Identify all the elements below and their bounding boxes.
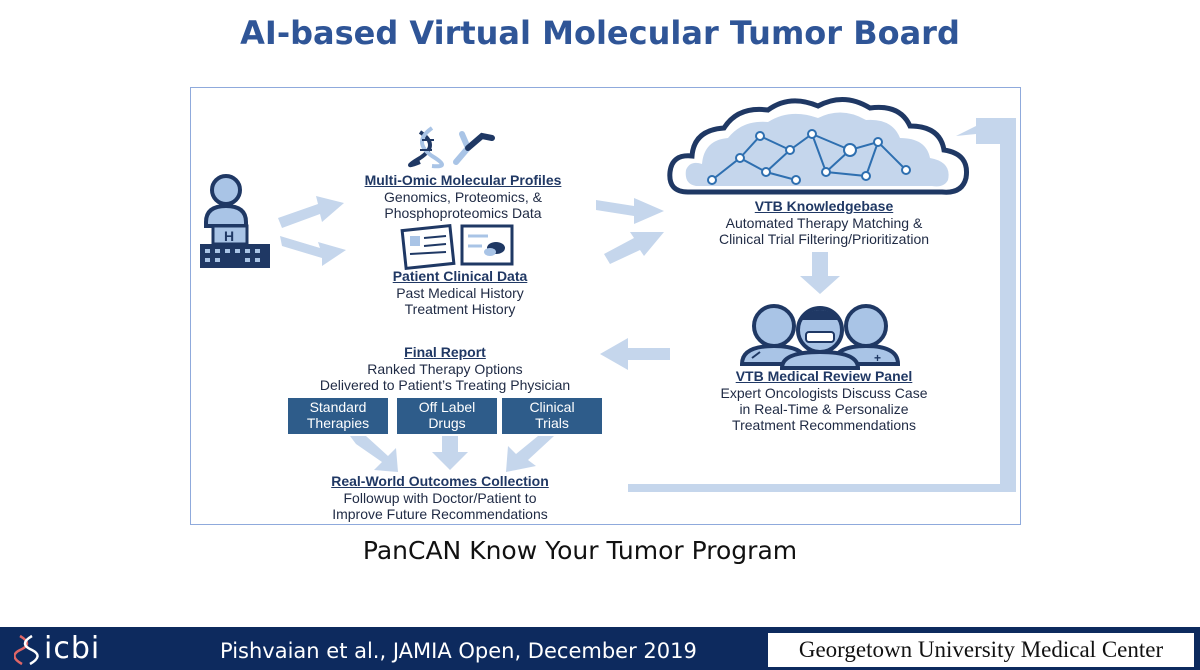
option-offlabel-line-1: Off Label <box>418 399 476 415</box>
clinical-data-line-1: Past Medical History <box>396 285 524 301</box>
review-panel-title: VTB Medical Review Panel <box>735 368 913 384</box>
slide-title: AI-based Virtual Molecular Tumor Board <box>240 14 960 52</box>
arrow-trials-to-outcomes <box>506 436 554 472</box>
option-trials-line-1: Clinical <box>529 399 575 415</box>
outcomes-title: Real-World Outcomes Collection <box>331 473 549 489</box>
dna-logo-icon <box>14 634 39 666</box>
outcomes-line-1: Followup with Doctor/Patient to <box>343 490 537 506</box>
multi-omic-line-2: Phosphoproteomics Data <box>384 205 542 221</box>
review-panel-line-3: Treatment Recommendations <box>732 417 916 433</box>
arrow-panel-to-report <box>600 338 670 370</box>
arrow-standard-to-outcomes <box>350 436 398 472</box>
arrow-kb-to-panel <box>800 252 840 294</box>
review-panel-line-2: in Real-Time & Personalize <box>739 401 909 417</box>
arrow-offlabel-to-outcomes <box>432 436 468 470</box>
final-report-title: Final Report <box>404 344 486 360</box>
clinical-data-title: Patient Clinical Data <box>392 268 528 284</box>
arrow-person-to-clinical <box>280 236 346 266</box>
final-report-line-1: Ranked Therapy Options <box>367 361 523 377</box>
option-offlabel-line-2: Drugs <box>428 415 466 431</box>
option-trials-line-2: Trials <box>535 415 569 431</box>
icbi-logo-text: icbi <box>44 631 101 666</box>
outcomes-line-2: Improve Future Recommendations <box>332 506 548 522</box>
doctors-panel-icon: + <box>739 304 901 370</box>
dna-antibody-icon <box>408 126 495 169</box>
cloud-network-icon <box>667 97 970 195</box>
multi-omic-line-1: Genomics, Proteomics, & <box>384 189 542 205</box>
clinical-documents-icon <box>400 223 514 271</box>
footer-organization: Georgetown University Medical Center <box>768 633 1194 667</box>
program-caption: PanCAN Know Your Tumor Program <box>362 536 798 565</box>
arrow-person-to-omics <box>278 196 344 228</box>
knowledgebase-line-1: Automated Therapy Matching & <box>725 215 923 231</box>
knowledgebase-line-2: Clinical Trial Filtering/Prioritization <box>718 231 930 247</box>
multi-omic-title: Multi-Omic Molecular Profiles <box>364 172 562 188</box>
option-clinical-trials: Clinical Trials <box>502 398 602 434</box>
option-standard-line-2: Therapies <box>306 415 370 431</box>
option-off-label-drugs: Off Label Drugs <box>397 398 497 434</box>
option-standard-line-1: Standard <box>309 399 367 415</box>
arrow-clinical-to-kb <box>604 232 664 264</box>
clinical-data-line-2: Treatment History <box>404 301 516 317</box>
svg-text:H: H <box>224 228 234 244</box>
knowledgebase-title: VTB Knowledgebase <box>754 198 894 214</box>
footer-citation: Pishvaian et al., JAMIA Open, December 2… <box>220 639 697 663</box>
final-report-line-2: Delivered to Patient’s Treating Physicia… <box>319 377 571 393</box>
option-standard-therapies: Standard Therapies <box>288 398 388 434</box>
person-hospital-icon: H <box>200 174 270 268</box>
svg-text:+: + <box>874 351 881 365</box>
arrow-omics-to-kb <box>596 198 664 224</box>
review-panel-line-1: Expert Oncologists Discuss Case <box>720 385 928 401</box>
